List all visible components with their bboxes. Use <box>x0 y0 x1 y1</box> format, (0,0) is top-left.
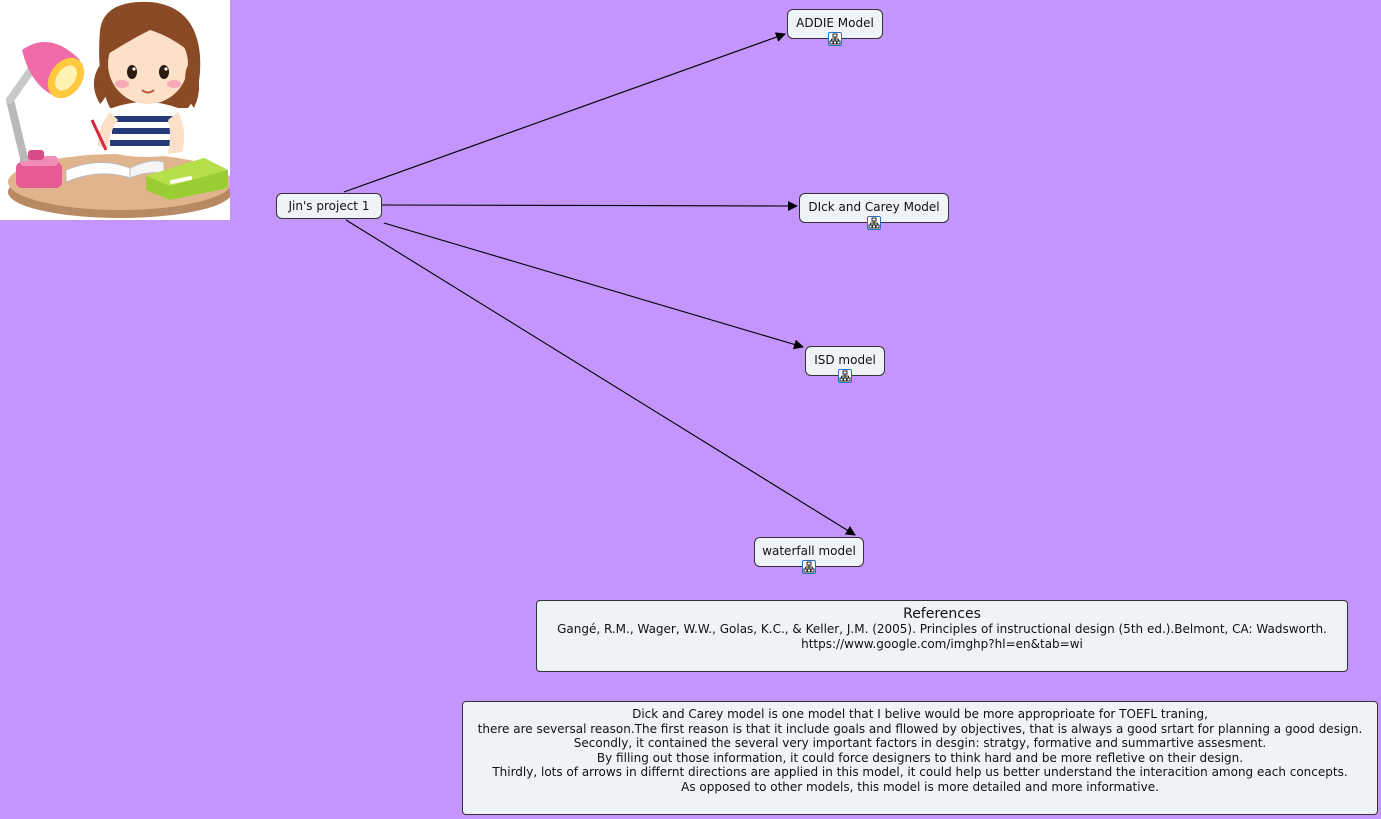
node-label: waterfall model <box>762 544 856 558</box>
root-node[interactable]: Jin's project 1 <box>276 193 382 219</box>
node-label: ISD model <box>814 353 876 367</box>
node-addie-model[interactable]: ADDIE Model <box>787 9 883 46</box>
reflection-line: Thirdly, lots of arrows in differnt dire… <box>492 765 1348 779</box>
root-node-label: Jin's project 1 <box>288 199 370 213</box>
reflection-line: Dick and Carey model is one model that I… <box>632 707 1208 721</box>
girl-studying-illustration-drawing <box>6 1 232 218</box>
reference-url: https://www.google.com/imghp?hl=en&tab=w… <box>801 636 1083 651</box>
references-title: References <box>903 606 981 622</box>
arrow-to-dick-carey[interactable] <box>381 200 798 211</box>
node-isd-model[interactable]: ISD model <box>805 346 885 383</box>
reflection-note[interactable]: Dick and Carey model is one model that I… <box>462 701 1378 815</box>
reflection-line: As opposed to other models, this model i… <box>681 779 1159 794</box>
node-waterfall-model[interactable]: waterfall model <box>754 537 864 574</box>
girl-studying-illustration <box>0 0 232 220</box>
submap-icon[interactable] <box>838 369 852 383</box>
node-dick-carey-model[interactable]: DIck and Carey Model <box>799 193 949 230</box>
references-note[interactable]: References Gangé, R.M., Wager, W.W., Gol… <box>536 600 1348 672</box>
node-label: ADDIE Model <box>796 16 874 30</box>
arrow-to-addie[interactable] <box>343 32 786 193</box>
reflection-line: By filling out those information, it cou… <box>596 750 1244 765</box>
submap-icon[interactable] <box>828 32 842 46</box>
reference-citation: Gangé, R.M., Wager, W.W., Golas, K.C., &… <box>557 622 1327 636</box>
arrow-to-waterfall[interactable] <box>345 219 856 536</box>
submap-icon[interactable] <box>867 216 881 230</box>
submap-icon[interactable] <box>802 560 816 574</box>
arrow-to-isd[interactable] <box>383 222 804 350</box>
reflection-line: there are seversal reason.The first reas… <box>477 721 1363 736</box>
reflection-line: Secondly, it contained the several very … <box>573 736 1267 750</box>
node-label: DIck and Carey Model <box>808 200 940 214</box>
